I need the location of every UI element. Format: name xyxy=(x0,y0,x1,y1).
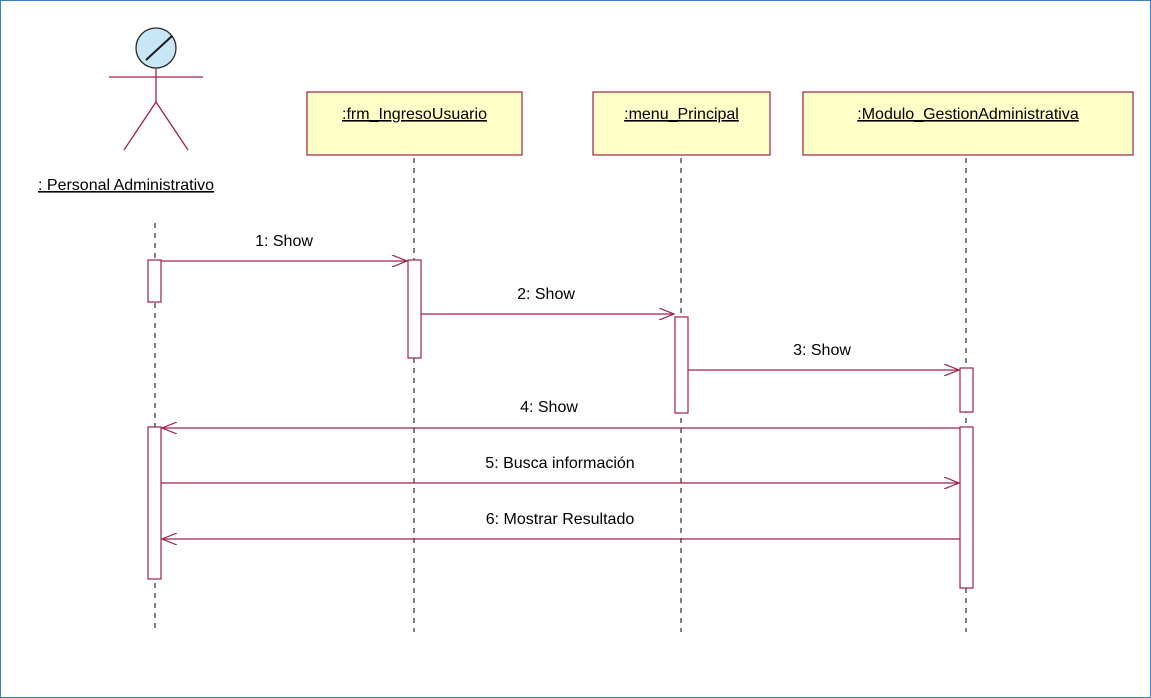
activation-menu xyxy=(674,316,689,414)
object-label-menu: :menu_Principal xyxy=(624,106,739,123)
actor-figure[interactable] xyxy=(109,27,203,151)
message-label-3: 3: Show xyxy=(793,342,851,359)
object-label-frm: :frm_IngresoUsuario xyxy=(342,106,487,123)
object-frm[interactable]: :frm_IngresoUsuario xyxy=(306,91,523,156)
object-modulo[interactable]: :Modulo_GestionAdministrativa xyxy=(802,91,1134,156)
activation-actor-2 xyxy=(147,426,162,580)
object-menu[interactable]: :menu_Principal xyxy=(592,91,771,156)
activation-actor-1 xyxy=(147,259,162,303)
message-label-2: 2: Show xyxy=(517,286,575,303)
actor-right-leg xyxy=(155,101,189,151)
object-label-modulo: :Modulo_GestionAdministrativa xyxy=(857,106,1079,123)
message-label-1: 1: Show xyxy=(255,233,313,250)
message-label-4: 4: Show xyxy=(520,399,578,416)
activation-modulo-2 xyxy=(959,426,974,589)
activation-frm xyxy=(407,259,422,359)
activation-modulo-1 xyxy=(959,367,974,413)
actor-label[interactable]: : Personal Administrativo xyxy=(38,177,214,194)
actor-head-icon xyxy=(135,27,177,69)
message-label-6: 6: Mostrar Resultado xyxy=(486,511,635,528)
actor-left-leg xyxy=(123,101,157,151)
message-label-5: 5: Busca información xyxy=(485,455,634,472)
